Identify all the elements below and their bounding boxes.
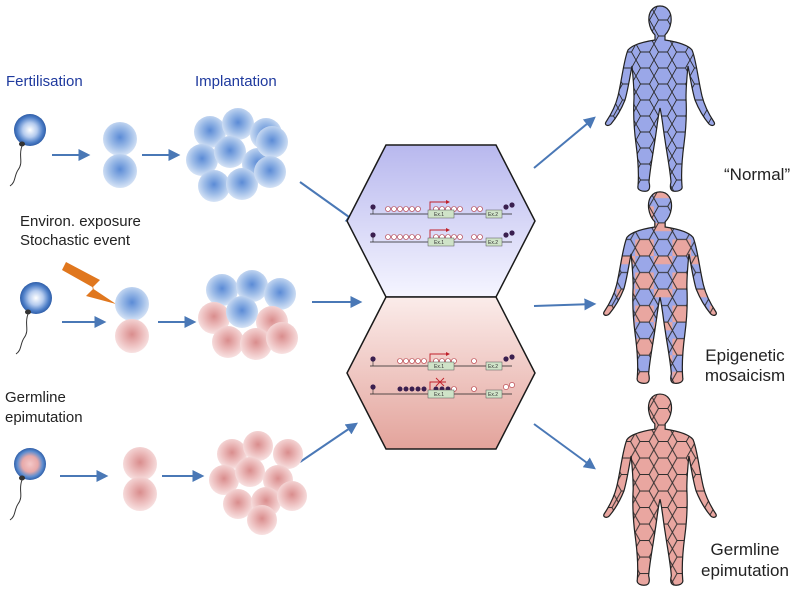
morula-pink <box>209 431 307 535</box>
row-germline <box>9 431 307 535</box>
fertilisation-label: Fertilisation <box>6 73 83 90</box>
zygote-pink <box>9 448 46 521</box>
germline-outcome-label-1: Germline <box>710 540 780 559</box>
two-cell-mosaic <box>115 287 149 353</box>
gene-locus-epimutated-1: Ex.1 Ex.2 <box>370 352 515 371</box>
gene-locus-normal-1: Ex.1 Ex.2 <box>370 200 515 219</box>
exon1-label: Ex.1 <box>434 392 444 398</box>
morula-mosaic <box>198 270 298 360</box>
two-cell-pink <box>123 447 157 511</box>
hexagon-epimutated: Ex.1 Ex.2 Ex.1 <box>346 296 536 450</box>
gene-locus-normal-2: Ex.1 Ex.2 <box>370 228 515 247</box>
exon2-label: Ex.2 <box>488 392 498 398</box>
mosaic-outcome-label-2: mosaicism <box>704 366 786 385</box>
exon1-label: Ex.1 <box>434 212 444 218</box>
gene-locus-epimutated-2: Ex.1 Ex.2 <box>370 377 515 399</box>
lightning-icon <box>62 262 116 304</box>
morula-blue <box>186 108 288 202</box>
exon1-label: Ex.1 <box>434 364 444 370</box>
implantation-label: Implantation <box>195 73 277 90</box>
mosaic-outcome-label-1: Epigenetic <box>705 346 785 365</box>
stage-arrows <box>52 116 597 482</box>
row-mosaic <box>15 262 298 360</box>
hexagon-normal: Ex.1 Ex.2 Ex.1 Ex.2 <box>346 144 536 298</box>
germline-label: Germline <box>5 389 66 406</box>
stochastic-event-label: Stochastic event <box>20 232 131 249</box>
row-normal <box>9 108 288 202</box>
exon2-label: Ex.2 <box>488 240 498 246</box>
exon2-label: Ex.2 <box>488 364 498 370</box>
two-cell-blue <box>103 122 137 188</box>
normal-outcome-label: “Normal” <box>724 165 791 184</box>
figure-normal <box>604 5 716 192</box>
germline-outcome-label-2: epimutation <box>701 561 789 580</box>
zygote-blue <box>9 114 46 187</box>
environ-exposure-label: Environ. exposure <box>20 213 141 230</box>
epimutation-label: epimutation <box>5 409 83 426</box>
zygote-blue-2 <box>15 282 52 355</box>
exon1-label: Ex.1 <box>434 240 444 246</box>
exon2-label: Ex.2 <box>488 212 498 218</box>
